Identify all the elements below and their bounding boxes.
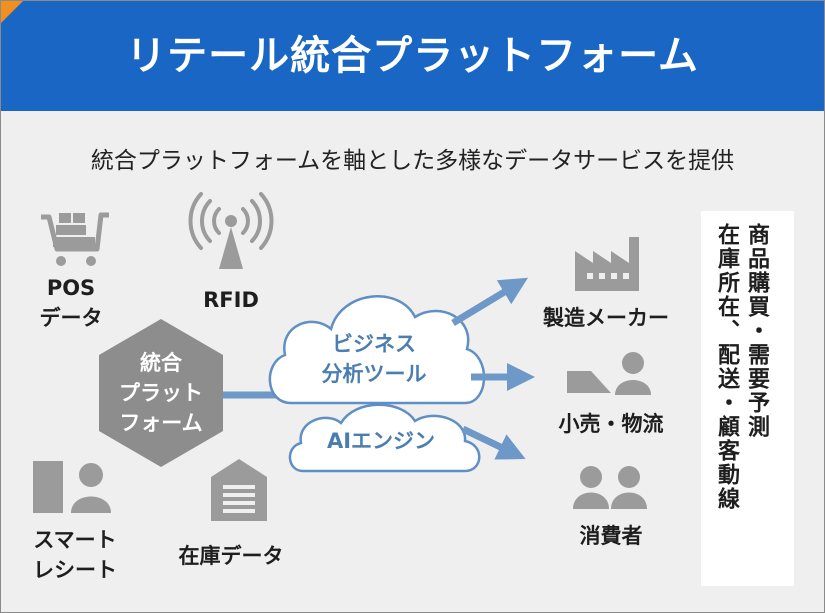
ai-engine-label: AIエンジン	[326, 429, 436, 453]
analysis-label-line1: ビジネス	[332, 332, 416, 356]
inventory-data-label: 在庫データ	[178, 544, 284, 568]
business-analysis-cloud	[268, 295, 486, 405]
shopping-cart-icon	[41, 212, 109, 266]
pos-label-line2: データ	[39, 306, 103, 330]
analysis-label-line2: 分析ツール	[321, 362, 427, 386]
page-title: リテール統合プラットフォーム	[126, 33, 699, 79]
receipt-label-line2: レシート	[33, 558, 117, 582]
rfid-label: RFID	[203, 288, 259, 312]
maker-label: 製造メーカー	[543, 306, 669, 330]
pos-data-label: POS データ	[31, 273, 111, 333]
platform-label: 統合 プラット フォーム	[101, 348, 221, 438]
uses-column-2: 在庫所在、配送・顧客動線	[714, 223, 739, 511]
header-bar: リテール統合プラットフォーム	[1, 1, 824, 111]
receipt-label-line1: スマート	[33, 528, 117, 552]
factory-icon	[575, 237, 639, 291]
rfid-antenna-icon	[188, 192, 274, 269]
ai-engine-cloud	[288, 403, 481, 473]
pos-label-line1: POS	[46, 276, 96, 300]
store-worker-icon	[567, 352, 651, 395]
consumer-label: 消費者	[579, 524, 643, 548]
corner-accent	[1, 1, 23, 23]
arrow-to-maker	[451, 277, 528, 326]
platform-hexagon	[99, 319, 223, 467]
warehouse-icon	[211, 459, 267, 521]
smart-receipt-label: スマート レシート	[15, 525, 135, 585]
consumers-icon	[573, 466, 647, 509]
arrow-to-consumer	[461, 425, 526, 460]
platform-label-line3: フォーム	[119, 411, 203, 435]
retail-logistics-label: 小売・物流	[558, 412, 664, 436]
business-analysis-label: ビジネス 分析ツール	[289, 329, 459, 389]
platform-label-line2: プラット	[119, 381, 203, 405]
data-uses-box: 商品購買・需要予測 在庫所在、配送・顧客動線	[701, 211, 794, 586]
platform-label-line1: 統合	[140, 351, 182, 375]
smartphone-person-icon	[33, 461, 111, 513]
subtitle: 統合プラットフォームを軸とした多様なデータサービスを提供	[90, 148, 735, 174]
uses-column-1: 商品購買・需要予測	[744, 223, 769, 439]
